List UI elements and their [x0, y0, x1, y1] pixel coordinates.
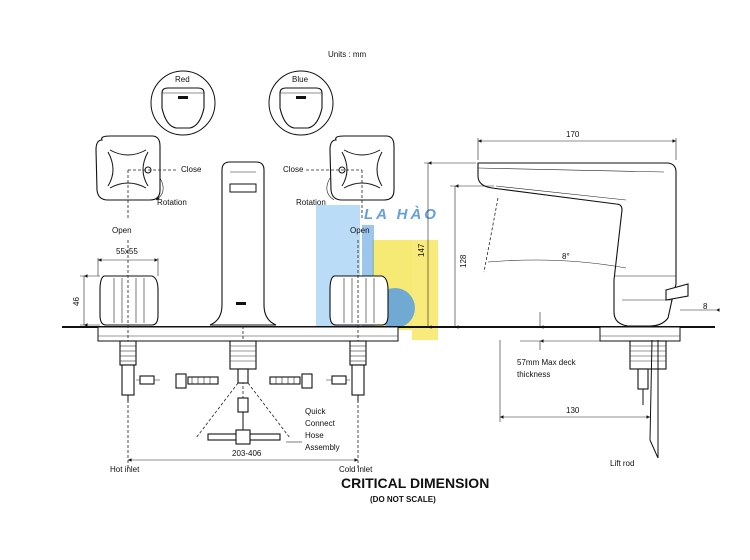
hose-line-1: Quick — [305, 407, 326, 416]
handle-width-dimension — [97, 258, 159, 276]
cold-quick-connector — [269, 373, 313, 389]
deck-front — [62, 326, 440, 342]
spout-length-dimension — [477, 138, 677, 160]
spout-length-label: 170 — [566, 130, 580, 139]
base-depth-dimension — [499, 340, 650, 422]
rotation-label-left: Rotation — [157, 198, 187, 207]
hose-line-4: Assembly — [305, 443, 340, 452]
watermark-text: LA HÀO — [364, 206, 439, 223]
angle-dimension — [483, 197, 627, 273]
spout-side — [477, 162, 689, 327]
drawing-subtitle: (DO NOT SCALE) — [370, 495, 436, 504]
hose-line-2: Connect — [305, 419, 336, 428]
drawing-title: CRITICAL DIMENSION — [341, 475, 489, 491]
red-label: Red — [175, 75, 190, 84]
deck-side — [440, 326, 715, 342]
spout-height-label: 128 — [459, 254, 468, 268]
handle-height-dimension — [80, 274, 100, 327]
total-height-label: 147 — [417, 243, 426, 257]
lift-rod — [649, 339, 659, 459]
spout-height-dimension — [450, 184, 494, 329]
open-label-left: Open — [112, 226, 132, 235]
angle-label: 8° — [562, 252, 570, 261]
cold-handle-top-view — [306, 135, 395, 218]
hose-line-3: Hose — [305, 431, 324, 440]
deck-thickness-line-1: 57mm Max deck — [517, 358, 577, 367]
cold-inlet-label: Cold inlet — [339, 465, 373, 474]
deck-thickness-callout — [520, 312, 600, 350]
blue-indicator-detail — [268, 70, 334, 136]
red-indicator-detail — [150, 70, 216, 136]
cold-handle-front — [329, 240, 389, 470]
close-label-right: Close — [283, 165, 304, 174]
hot-handle-front — [99, 240, 159, 470]
blue-label: Blue — [292, 75, 309, 84]
cold-valve-body — [326, 340, 367, 402]
lift-rod-label: Lift rod — [610, 459, 634, 468]
deck-offset-label: 8 — [703, 302, 708, 311]
spout-shank — [195, 340, 291, 445]
handle-size-label: 55x55 — [116, 247, 138, 256]
hot-inlet-label: Hot inlet — [110, 465, 140, 474]
hot-quick-connector — [175, 373, 219, 389]
close-label-left: Close — [181, 165, 202, 174]
hot-handle-top-view — [95, 135, 178, 218]
total-height-dimension — [424, 161, 476, 329]
units-label: Units : mm — [328, 50, 367, 59]
base-depth-label: 130 — [566, 406, 580, 415]
handle-height-label: 46 — [72, 297, 81, 306]
hot-valve-body — [119, 340, 160, 402]
spread-label: 203-406 — [232, 449, 262, 458]
spout-front — [209, 161, 277, 420]
open-label-right: Open — [350, 226, 370, 235]
side-shank — [629, 340, 667, 405]
rotation-label-right: Rotation — [296, 198, 326, 207]
deck-thickness-line-2: thickness — [517, 370, 550, 379]
